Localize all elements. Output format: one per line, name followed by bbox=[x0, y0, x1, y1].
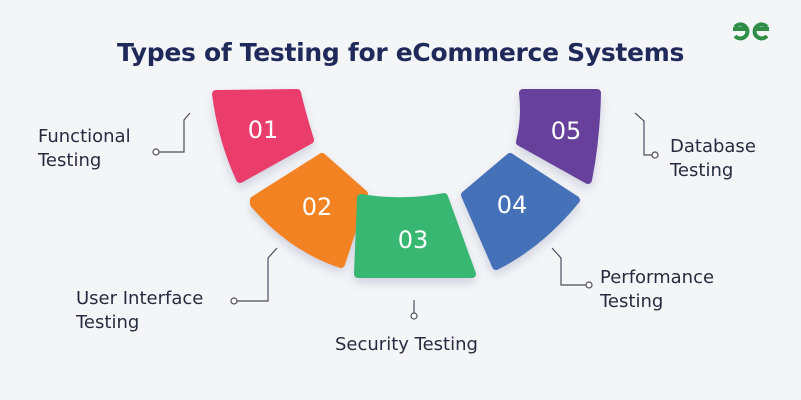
label-line: Testing bbox=[38, 150, 102, 171]
segment-01 bbox=[212, 89, 314, 183]
label-line: Functional bbox=[38, 126, 131, 147]
label-line: Database bbox=[670, 136, 756, 157]
page-title: Types of Testing for eCommerce Systems bbox=[116, 38, 685, 67]
segment-05 bbox=[516, 89, 601, 184]
connector-dot-05 bbox=[651, 151, 659, 159]
segment-04 bbox=[461, 153, 580, 270]
label-line: Testing bbox=[76, 312, 140, 333]
connector-dot-04 bbox=[585, 281, 593, 289]
connector-dot-02 bbox=[230, 297, 238, 305]
label-user-interface-testing: User Interface Testing bbox=[76, 287, 203, 335]
number-05: 05 bbox=[551, 117, 582, 145]
connector-05 bbox=[634, 112, 653, 156]
connector-dot-01 bbox=[152, 148, 160, 156]
number-01: 01 bbox=[248, 116, 279, 144]
number-04: 04 bbox=[497, 191, 528, 219]
segment-03 bbox=[354, 193, 476, 278]
connector-dot-03 bbox=[410, 312, 418, 320]
connector-04 bbox=[551, 247, 587, 286]
label-line: Testing bbox=[600, 291, 664, 312]
number-03: 03 bbox=[398, 226, 429, 254]
label-line: Performance bbox=[600, 267, 715, 288]
geeksforgeeks-logo bbox=[733, 22, 769, 41]
number-02: 02 bbox=[302, 193, 333, 221]
segment-02 bbox=[250, 153, 368, 268]
label-line: User Interface bbox=[76, 288, 204, 309]
connector-02 bbox=[236, 247, 278, 302]
label-security-testing: Security Testing bbox=[335, 333, 478, 357]
connector-lines bbox=[152, 112, 659, 320]
label-database-testing: Database Testing bbox=[670, 135, 756, 183]
label-line: Security Testing bbox=[335, 334, 478, 355]
connector-01 bbox=[158, 112, 191, 153]
label-line: Testing bbox=[670, 160, 734, 181]
label-functional-testing: Functional Testing bbox=[38, 125, 131, 173]
label-performance-testing: Performance Testing bbox=[600, 266, 714, 314]
